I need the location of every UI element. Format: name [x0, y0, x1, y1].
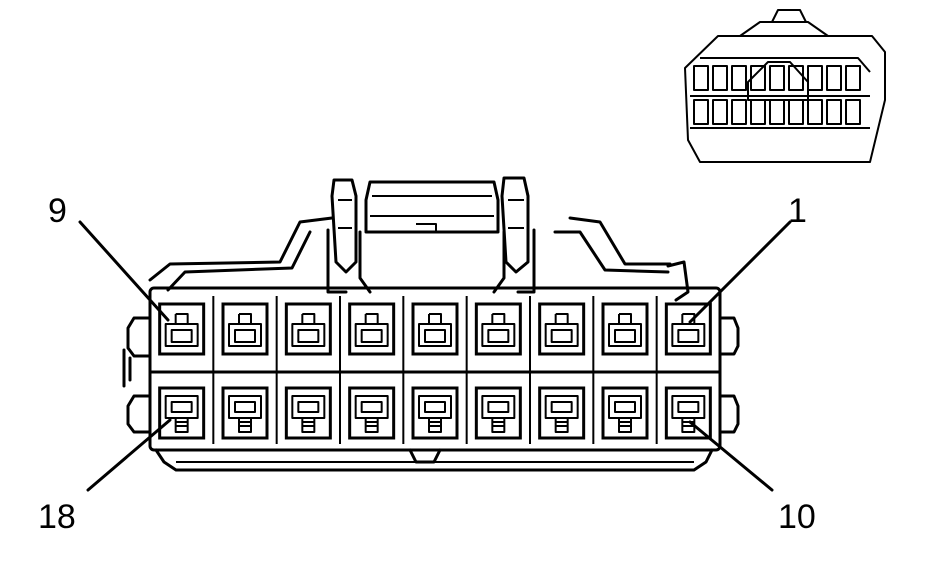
- pin-cavity-14: [411, 386, 459, 440]
- leader-lines: [78, 220, 792, 492]
- thumbnail-cavity: [731, 99, 747, 125]
- pin-cavity-3: [538, 302, 586, 356]
- thumbnail-cavity: [712, 99, 728, 125]
- pin-cavity-10: [664, 386, 712, 440]
- thumbnail-cavity: [807, 65, 823, 91]
- pin-label-9: 9: [48, 192, 67, 230]
- connector-thumbnail: [684, 9, 886, 163]
- pin-cavity-12: [538, 386, 586, 440]
- pin-cavity-11: [601, 386, 649, 440]
- pin-cavity-5: [411, 302, 459, 356]
- thumbnail-cavity: [693, 65, 709, 91]
- connector-face: [122, 176, 740, 472]
- pin-label-18: 18: [38, 498, 76, 536]
- pin-cavity-16: [284, 386, 332, 440]
- leader-line-pin-10: [688, 420, 774, 492]
- leader-line-pin-1: [688, 220, 792, 324]
- thumbnail-cavity: [712, 65, 728, 91]
- thumbnail-cavity: [731, 65, 747, 91]
- leader-line-pin-18: [86, 418, 172, 492]
- thumbnail-cavity: [769, 65, 785, 91]
- pin-cavity-1: [664, 302, 712, 356]
- thumbnail-cavity: [750, 99, 766, 125]
- thumbnail-cavity: [788, 99, 804, 125]
- pin-cavity-8: [221, 302, 269, 356]
- pin-cavity-4: [474, 302, 522, 356]
- thumbnail-cavity: [845, 65, 861, 91]
- thumbnail-cavity: [826, 99, 842, 125]
- pin-cavity-17: [221, 386, 269, 440]
- pin-cavity-6: [348, 302, 396, 356]
- thumbnail-cavity: [769, 99, 785, 125]
- thumbnail-cavity: [788, 65, 804, 91]
- thumbnail-cavity: [845, 99, 861, 125]
- pin-label-1: 1: [788, 192, 807, 230]
- leader-line-pin-9: [78, 220, 170, 322]
- pin-cavity-9: [158, 302, 206, 356]
- pin-cavity-13: [474, 386, 522, 440]
- pin-label-10: 10: [778, 498, 816, 536]
- pin-cavity-15: [348, 386, 396, 440]
- pin-cavity-18: [158, 386, 206, 440]
- thumbnail-cavity: [826, 65, 842, 91]
- thumbnail-cavity: [807, 99, 823, 125]
- pin-cavity-2: [601, 302, 649, 356]
- thumbnail-cavity: [693, 99, 709, 125]
- pin-cavity-7: [284, 302, 332, 356]
